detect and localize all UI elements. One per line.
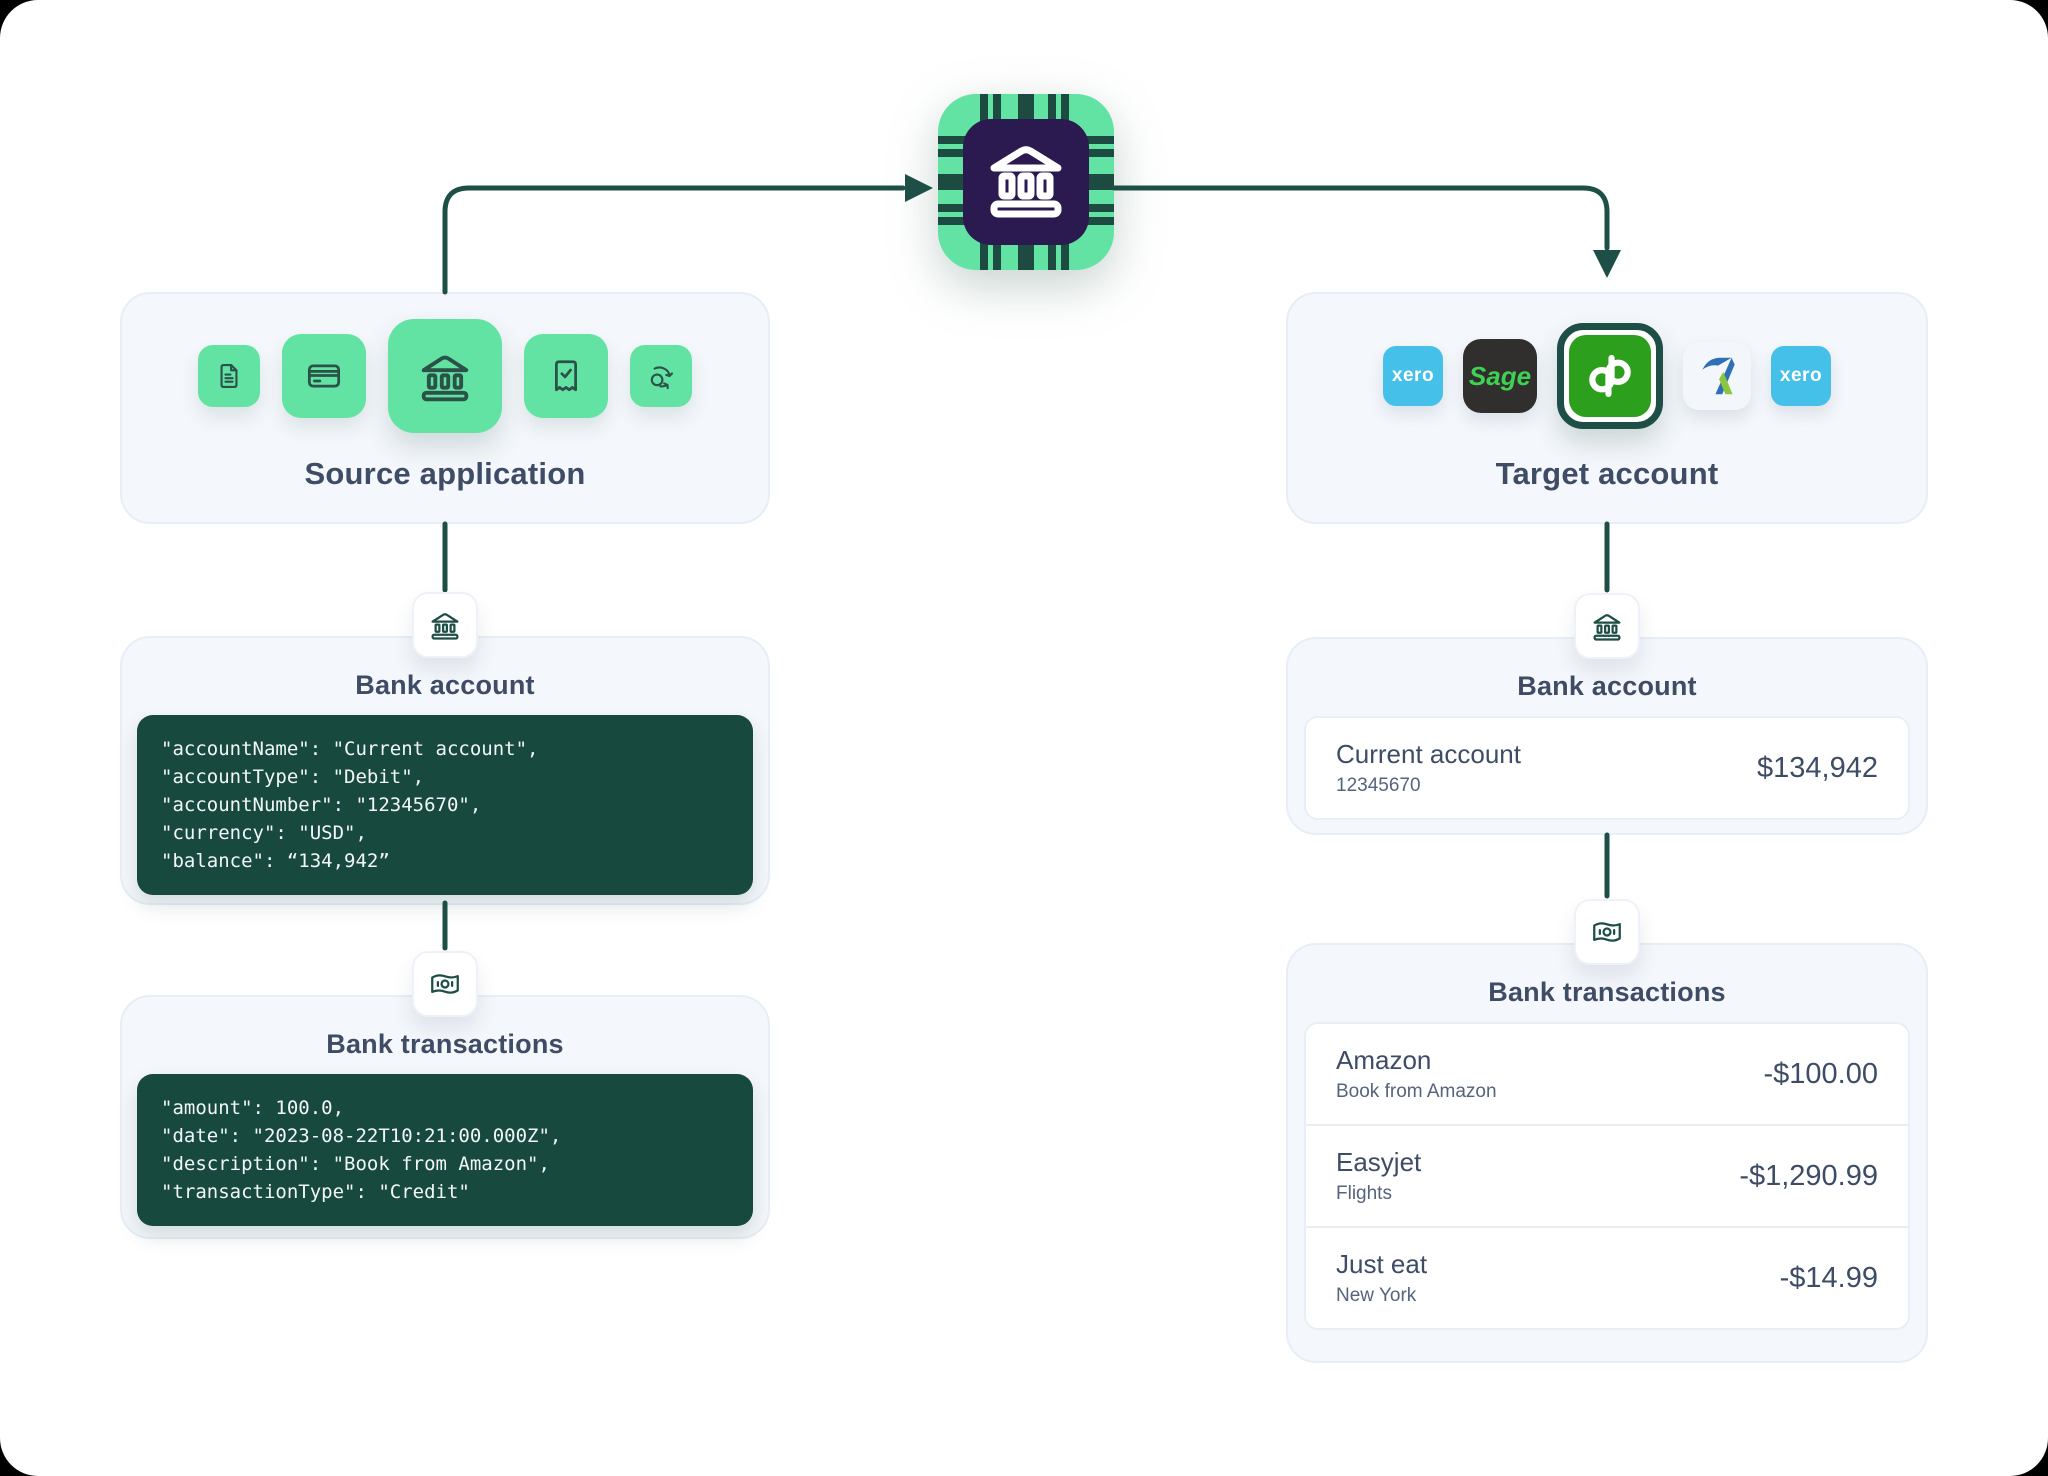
transaction-row: Easyjet Flights -$1,290.99: [1306, 1126, 1908, 1228]
quickbooks-logo-selected[interactable]: [1557, 323, 1663, 429]
transaction-name: Just eat: [1336, 1249, 1428, 1279]
bank-account-title: Bank account: [1517, 671, 1697, 701]
transaction-detail: Book from Amazon: [1336, 1081, 1497, 1102]
source-app-icons: [198, 310, 692, 442]
bank-icon[interactable]: [388, 319, 502, 433]
transaction-amount: -$1,290.99: [1739, 1159, 1878, 1192]
transaction-amount: -$14.99: [1779, 1261, 1878, 1294]
bank-transactions-title: Bank transactions: [1488, 977, 1726, 1007]
target-account-card: xero Sage: [1286, 292, 1928, 524]
code-line: "balance": “134,942”: [161, 850, 390, 872]
account-balance: $134,942: [1757, 751, 1878, 784]
right-bank-account-card: Bank account Current account 12345670 $1…: [1286, 637, 1928, 835]
bank-chip-icon: [936, 92, 1116, 272]
xero-logo[interactable]: xero: [1771, 346, 1831, 406]
banknote-badge-icon: [1574, 899, 1640, 965]
quickbooks-icon: [1569, 335, 1651, 417]
code-line: "transactionType": "Credit": [161, 1181, 470, 1203]
bank-badge-icon: [1574, 593, 1640, 659]
account-name: Current account: [1336, 739, 1521, 769]
receipt-check-icon[interactable]: [524, 334, 608, 418]
account-number: 12345670: [1336, 775, 1421, 796]
target-card-title: Target account: [1495, 456, 1719, 491]
code-line: "date": "2023-08-22T10:21:00.000Z",: [161, 1125, 562, 1147]
transaction-row: Amazon Book from Amazon -$100.00: [1306, 1024, 1908, 1126]
account-summary-card: Current account 12345670 $134,942: [1304, 716, 1910, 820]
transactions-list: Amazon Book from Amazon -$100.00 Easyjet…: [1304, 1022, 1910, 1330]
transaction-amount: -$100.00: [1763, 1057, 1879, 1090]
bank-badge-icon: [412, 592, 478, 658]
target-logos: xero Sage: [1383, 310, 1831, 442]
sage-logo[interactable]: Sage: [1463, 339, 1537, 413]
sync-icon[interactable]: [630, 345, 692, 407]
left-transactions-card: Bank transactions "amount": 100.0, "date…: [120, 995, 770, 1239]
transaction-name: Easyjet: [1336, 1147, 1422, 1177]
credit-card-icon[interactable]: [282, 334, 366, 418]
right-transactions-card: Bank transactions Amazon Book from Amazo…: [1286, 943, 1928, 1363]
code-line: "accountName": "Current account",: [161, 738, 539, 760]
source-card-title: Source application: [304, 456, 586, 491]
document-icon[interactable]: [198, 345, 260, 407]
banknote-badge-icon: [412, 951, 478, 1017]
left-bank-account-card: Bank account "accountName": "Current acc…: [120, 636, 770, 905]
bank-account-title: Bank account: [355, 670, 535, 700]
xero-logo[interactable]: xero: [1383, 346, 1443, 406]
transaction-row: Just eat New York -$14.99: [1306, 1228, 1908, 1328]
bank-account-json: "accountName": "Current account", "accou…: [137, 715, 753, 895]
freeagent-logo[interactable]: [1683, 342, 1751, 410]
transaction-name: Amazon: [1336, 1045, 1432, 1075]
bank-transactions-json: "amount": 100.0, "date": "2023-08-22T10:…: [137, 1074, 753, 1226]
transaction-detail: New York: [1336, 1285, 1417, 1306]
code-line: "description": "Book from Amazon",: [161, 1153, 550, 1175]
code-line: "accountNumber": "12345670",: [161, 794, 482, 816]
transaction-detail: Flights: [1336, 1183, 1392, 1204]
code-line: "currency": "USD",: [161, 822, 367, 844]
bank-transactions-title: Bank transactions: [326, 1029, 564, 1059]
source-application-card: Source application: [120, 292, 770, 524]
code-line: "amount": 100.0,: [161, 1097, 345, 1119]
code-line: "accountType": "Debit",: [161, 766, 425, 788]
